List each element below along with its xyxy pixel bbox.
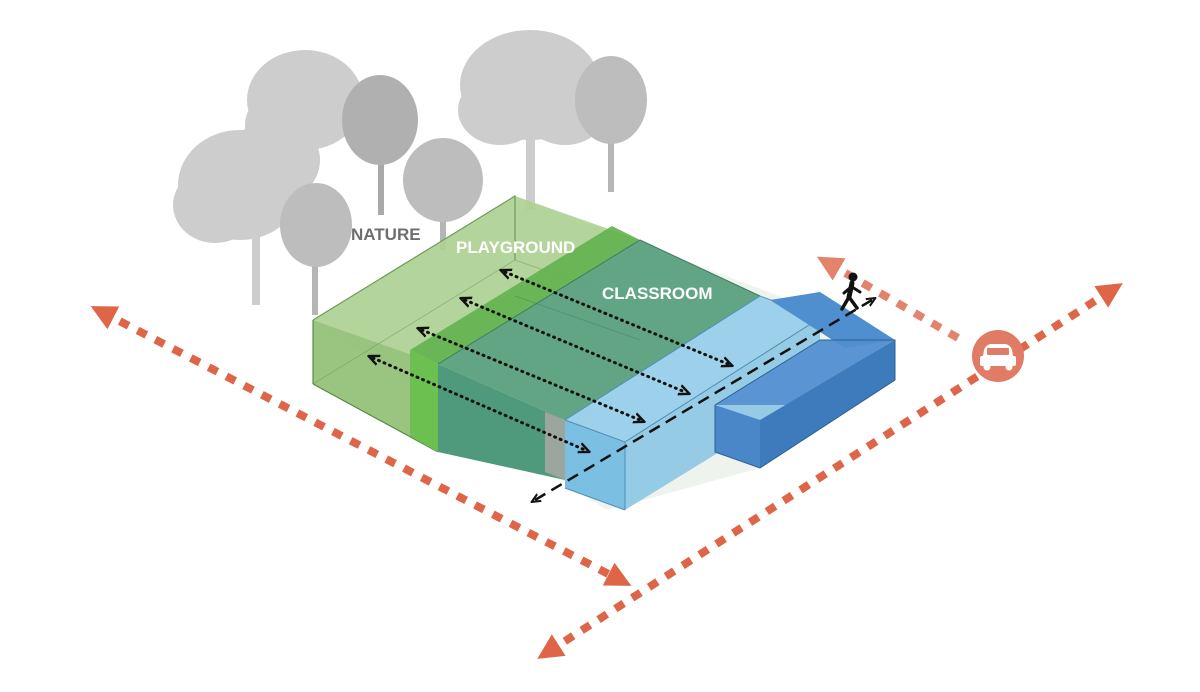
playground-label: PLAYGROUND xyxy=(456,238,575,257)
traffic-arrow xyxy=(90,306,632,586)
nature-label: NATURE xyxy=(351,225,421,244)
car-badge xyxy=(972,330,1024,382)
tree-icon xyxy=(575,56,647,192)
pedestrian-icon xyxy=(840,272,862,311)
tree-icon xyxy=(403,138,483,250)
tree-icon xyxy=(342,75,418,215)
background-trees xyxy=(173,30,647,315)
classroom-label: CLASSROOM xyxy=(602,284,713,303)
tree-icon xyxy=(280,183,352,315)
